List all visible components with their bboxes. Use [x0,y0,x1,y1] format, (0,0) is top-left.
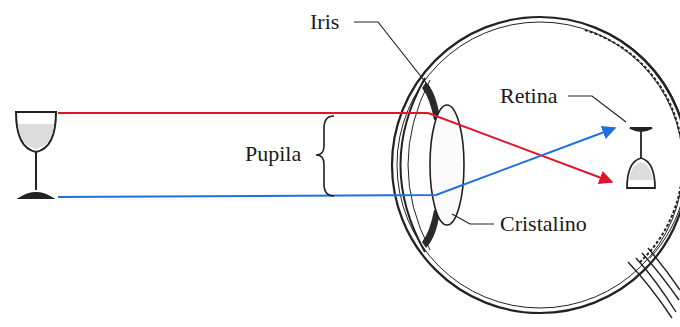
part-label: Iris [310,10,339,34]
red-ray [58,113,612,182]
pupil-brace [316,116,334,196]
blue-ray [58,128,615,197]
crystalline-lens [430,105,464,225]
eyeball [392,17,680,313]
leader-lines [354,22,626,224]
part-label: Pupila [245,142,301,166]
inverted-image [627,128,655,188]
part-label: Retina [500,84,557,108]
part-label: Cristalino [500,212,587,236]
wine-glass [16,112,56,198]
optic-nerve [628,248,680,318]
